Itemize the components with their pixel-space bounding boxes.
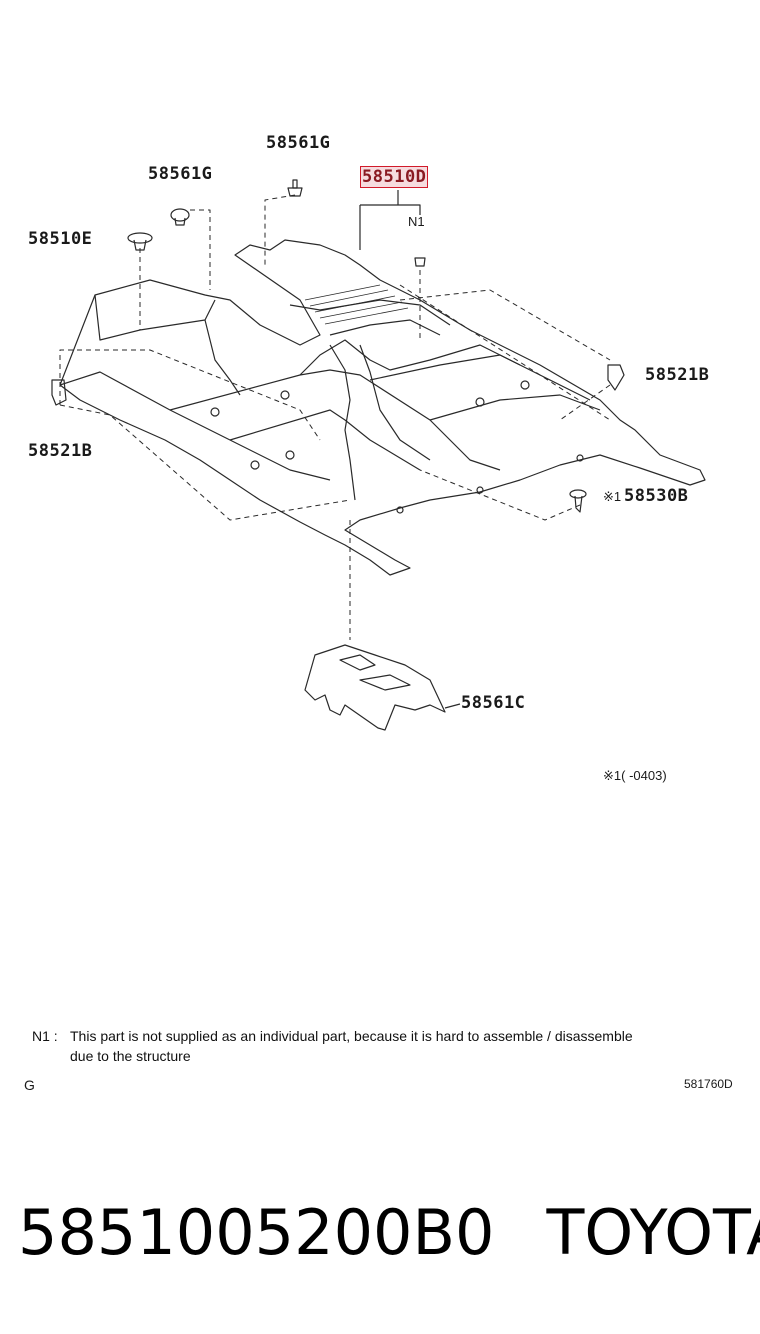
- carpet-seam: [299, 339, 521, 376]
- rear-wall: [204, 319, 241, 396]
- label-n1-marker: N1: [408, 214, 425, 229]
- carpet-seam: [289, 299, 451, 326]
- n1-note-line1: This part is not supplied as an individu…: [70, 1028, 633, 1044]
- console-cover: [304, 644, 446, 731]
- floor-carpet-diagram: [51, 179, 706, 731]
- footer-left-code: G: [24, 1077, 35, 1093]
- console-cover-slot: [359, 674, 411, 691]
- carpet-seam: [169, 369, 501, 471]
- label-58521B-right: 58521B: [645, 365, 710, 385]
- footer-diagram-number: 581760D: [684, 1077, 733, 1091]
- clip-58510E: [127, 232, 153, 251]
- carpet-seam: [59, 371, 331, 481]
- caption: 5851005200B0 TOYOTA: [18, 1196, 760, 1269]
- n1-note-line2: due to the structure: [70, 1048, 191, 1064]
- label-58510E: 58510E: [28, 229, 93, 249]
- n1-note-tag: N1 :: [32, 1028, 58, 1044]
- label-58521B-left: 58521B: [28, 441, 93, 461]
- tunnel-ridge: [359, 344, 431, 461]
- clip-58530B: [569, 489, 587, 513]
- footnote-range: ※1( -0403): [603, 768, 667, 783]
- label-58530B-mark: ※1: [603, 489, 622, 504]
- hatch: [304, 284, 409, 325]
- label-58530B: 58530B: [624, 486, 689, 506]
- caption-brand: TOYOTA: [546, 1196, 760, 1269]
- carpet-seam: [429, 394, 601, 421]
- carpet-seam: [329, 319, 441, 336]
- carpet-seam: [229, 409, 421, 471]
- label-58561C: 58561C: [461, 693, 526, 713]
- rear-wall: [94, 294, 216, 341]
- n1-note: N1 : This part is not supplied as an ind…: [32, 1026, 732, 1066]
- tunnel-ridge: [329, 344, 356, 501]
- clip-N1: [414, 257, 426, 267]
- clip-58521B-left: [51, 379, 67, 406]
- label-58561G-left: 58561G: [148, 164, 213, 184]
- caption-part-number: 5851005200B0: [18, 1196, 495, 1269]
- console-cover-slot: [339, 654, 376, 671]
- clip-58561G-top: [287, 179, 303, 197]
- carpet-outline: [59, 239, 706, 576]
- label-58561G-top: 58561G: [266, 133, 331, 153]
- carpet-seam: [369, 354, 591, 401]
- clip-58561G-left: [170, 208, 190, 226]
- clip-58521B-right: [607, 364, 625, 391]
- label-58510D-highlighted[interactable]: 58510D: [360, 166, 429, 188]
